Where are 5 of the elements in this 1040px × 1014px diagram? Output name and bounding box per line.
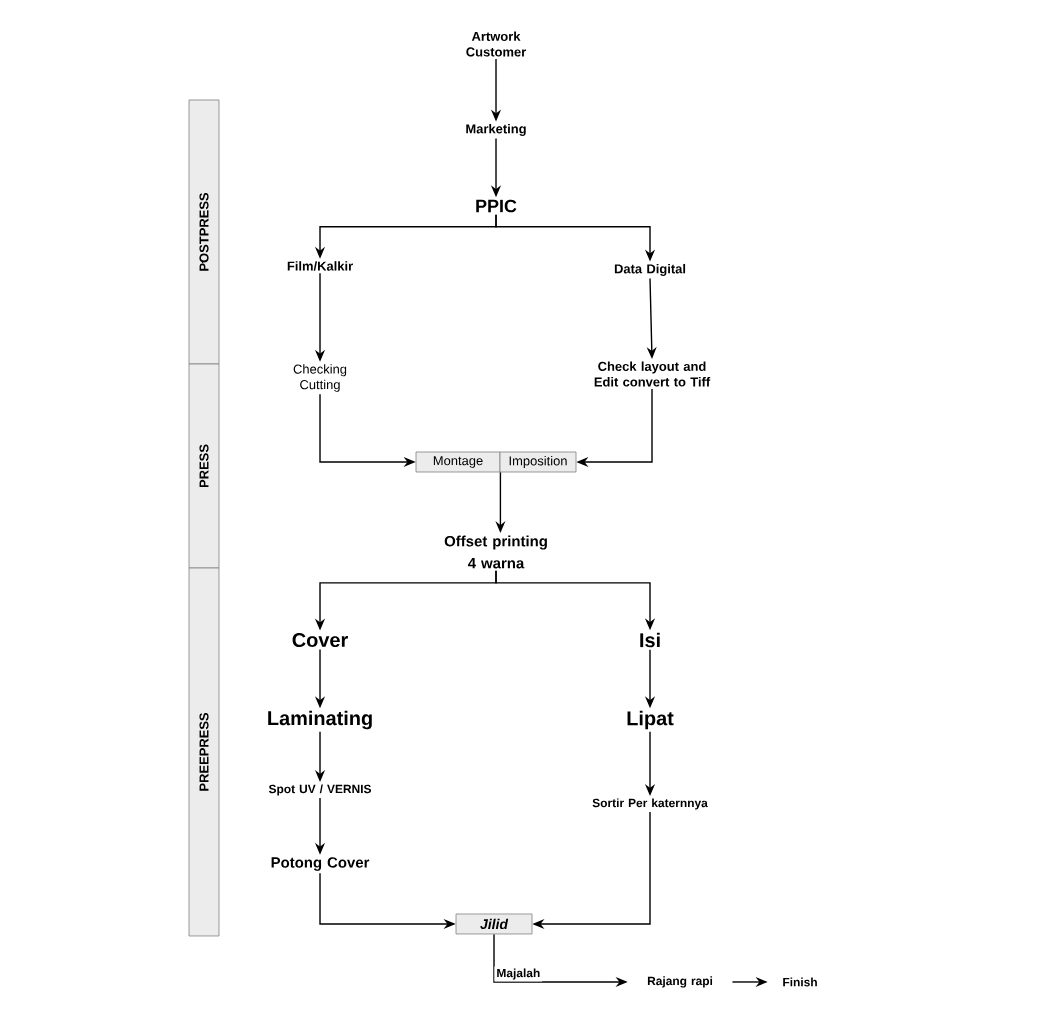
- process-label: Lipat: [627, 710, 674, 730]
- process-label: PPIC: [476, 199, 517, 213]
- process-label: Laminating: [268, 710, 372, 730]
- process-label: Cover: [292, 632, 348, 648]
- process-label: Isi: [640, 632, 660, 648]
